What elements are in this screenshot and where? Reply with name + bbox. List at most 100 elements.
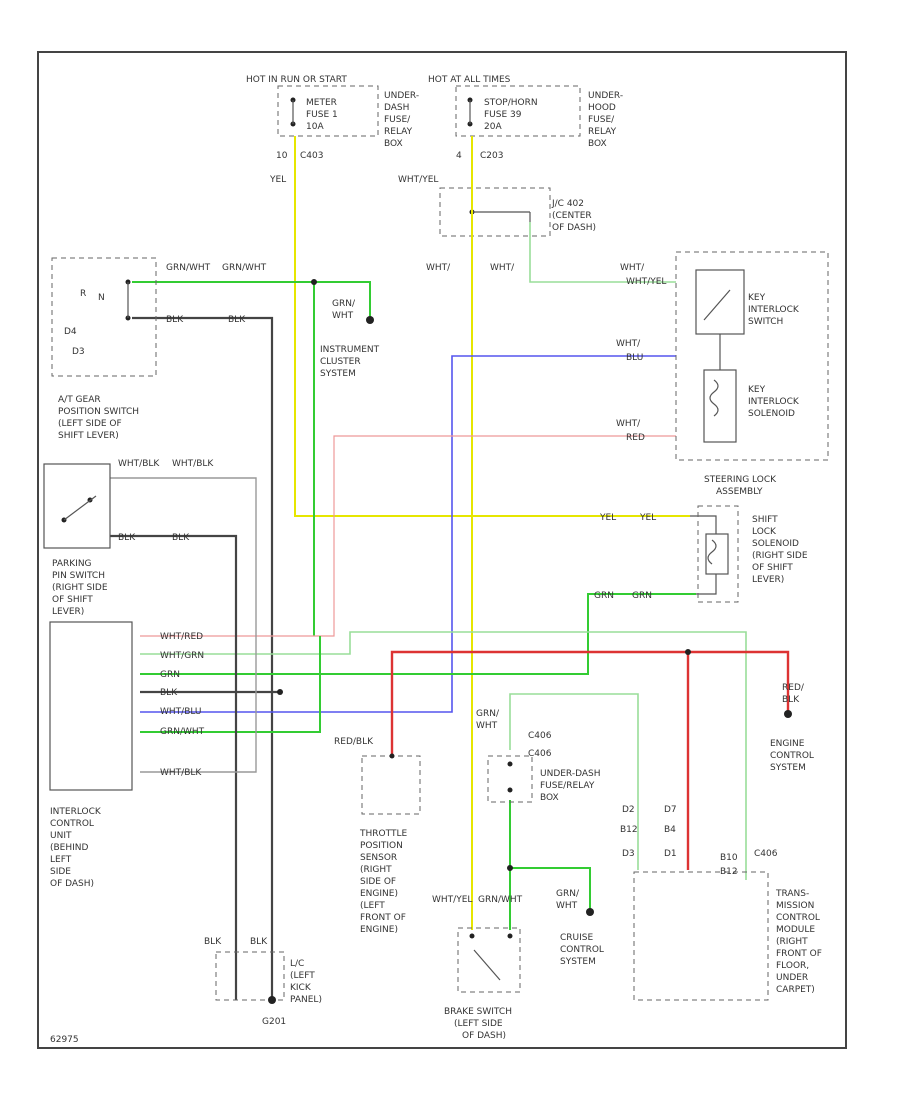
blk-park-wire: [110, 534, 238, 1000]
switch-contact: [469, 933, 475, 939]
stop-fuse-box: [455, 85, 581, 137]
box-line: UNDER-: [384, 91, 419, 101]
wire-label: WHT/: [616, 419, 641, 429]
interlock-control-unit: WHT/RED WHT/GRN GRN BLK WHT/BLU GRN/WHT …: [49, 621, 205, 889]
brake-label: (LEFT SIDE: [454, 1019, 503, 1029]
wire-label: RED: [626, 433, 645, 443]
tcm-label: MODULE: [776, 925, 815, 935]
ground-terminal: [268, 996, 276, 1004]
shift-lock-label: SOLENOID: [752, 539, 799, 549]
cruise-terminal: [586, 908, 594, 916]
grn-wht-unit-wire: [140, 636, 321, 733]
wire-label: WHT/YEL: [626, 277, 666, 287]
splice-dot: [507, 865, 513, 871]
box-line: DASH: [384, 103, 409, 113]
ground-label: PANEL): [290, 995, 322, 1005]
wire-label: GRN: [594, 591, 614, 601]
ground-wire: BLK: [204, 937, 222, 947]
meter-fuse-block: HOT IN RUN OR START METER FUSE 1 10A UND…: [246, 75, 419, 185]
tcm-conn: C406: [754, 849, 778, 859]
junction-label: OF DASH): [552, 223, 596, 233]
pin-label: 4: [456, 151, 462, 161]
wht-yel-key-wire: [529, 222, 676, 283]
pin-label: 10: [276, 151, 288, 161]
throttle-label: (LEFT: [360, 901, 385, 911]
instrument-label: SYSTEM: [320, 369, 356, 379]
engine-label: SYSTEM: [770, 763, 806, 773]
brake-switch: WHT/YEL GRN/WHT BRAKE SWITCH (LEFT SIDE …: [432, 895, 523, 1041]
gear-switch-label: SHIFT LEVER): [58, 431, 119, 441]
park-switch-label: PARKING: [52, 559, 92, 569]
relay-terminal: [507, 761, 513, 767]
junction-label: (CENTER: [552, 211, 592, 221]
key-switch-label: KEY: [748, 293, 766, 303]
box-line: BOX: [384, 139, 403, 149]
splice-dot: [277, 689, 283, 695]
wire-label: WHT/BLK: [172, 459, 214, 469]
wire-label: YEL: [599, 513, 616, 523]
connector-label: C403: [300, 151, 323, 161]
shift-lock-solenoid: YEL YEL GRN GRN SHIFT LOCK SOLENOID (RIG…: [594, 505, 808, 603]
key-switch-label: INTERLOCK: [748, 305, 800, 315]
unit-label: (BEHIND: [50, 843, 89, 853]
parking-pin-switch: WHT/BLK WHT/BLK BLK BLK PARKING PIN SWIT…: [43, 459, 214, 617]
engine-label: ENGINE: [770, 739, 805, 749]
wire-label: BLK: [118, 533, 136, 543]
throttle-label: (RIGHT: [360, 865, 392, 875]
ground-box: [215, 951, 285, 1001]
unit-pin-label: GRN/WHT: [160, 727, 205, 737]
cruise-wire: GRN/: [556, 889, 580, 899]
throttle-label: SIDE OF: [360, 877, 396, 887]
grn-wht-gear-wire: [132, 281, 371, 320]
connector-label: C203: [480, 151, 503, 161]
unit-label: CONTROL: [50, 819, 94, 829]
gear-switch-label: (LEFT SIDE OF: [58, 419, 122, 429]
relay-wire: WHT: [476, 721, 498, 731]
wire-label: GRN/WHT: [478, 895, 523, 905]
wire-label: GRN/WHT: [222, 263, 267, 273]
park-switch-label: (RIGHT SIDE: [52, 583, 108, 593]
wire-label: GRN: [632, 591, 652, 601]
ground-id: G201: [262, 1017, 286, 1027]
tcm-label: CONTROL: [776, 913, 820, 923]
wire-color-label: WHT/YEL: [398, 175, 438, 185]
underdash-relay-box: GRN/ WHT C406 C406 UNDER-DASH FUSE/RELAY…: [476, 709, 600, 803]
unit-label: OF DASH): [50, 879, 94, 889]
tcm-label: FRONT OF: [776, 949, 822, 959]
instrument-label: CLUSTER: [320, 357, 361, 367]
wire-label: RED/BLK: [334, 737, 374, 747]
throttle-terminal: [389, 753, 395, 759]
relay-label: UNDER-DASH: [540, 769, 600, 779]
throttle-label: THROTTLE: [359, 829, 407, 839]
unit-label: UNIT: [50, 831, 72, 841]
switch-contact: [507, 933, 513, 939]
tcm-pin: D7: [664, 805, 677, 815]
shift-lock-lead: [696, 574, 717, 595]
wire-label: BLU: [626, 353, 643, 363]
unit-pin-label: BLK: [160, 688, 178, 698]
shift-lock-lead: [690, 515, 717, 534]
tcm-label: UNDER: [776, 973, 808, 983]
throttle-label: ENGINE): [360, 925, 398, 935]
key-switch-label: SWITCH: [748, 317, 783, 327]
instrument-wire: GRN/: [332, 299, 356, 309]
key-solenoid-label: INTERLOCK: [748, 397, 800, 407]
throttle-label: ENGINE): [360, 889, 398, 899]
tcm-pin: B12: [720, 867, 738, 877]
unit-label: SIDE: [50, 867, 71, 877]
brake-label: OF DASH): [462, 1031, 506, 1041]
wire-label: WHT/: [620, 263, 645, 273]
throttle-box: [361, 755, 421, 815]
steering-lock-box: [675, 251, 829, 461]
engine-wire: BLK: [782, 695, 800, 705]
wire-label: BLK: [172, 533, 190, 543]
blk-gear-wire: [132, 316, 274, 1000]
box-line: BOX: [588, 139, 607, 149]
unit-pin-label: WHT/RED: [160, 632, 203, 642]
stop-horn-fuse-block: HOT AT ALL TIMES STOP/HORN FUSE 39 20A U…: [398, 75, 623, 237]
tcm-label: MISSION: [776, 901, 814, 911]
junction-label: J/C 402: [551, 199, 584, 209]
shift-lock-body: [705, 533, 729, 575]
shift-lock-box: [697, 505, 739, 603]
